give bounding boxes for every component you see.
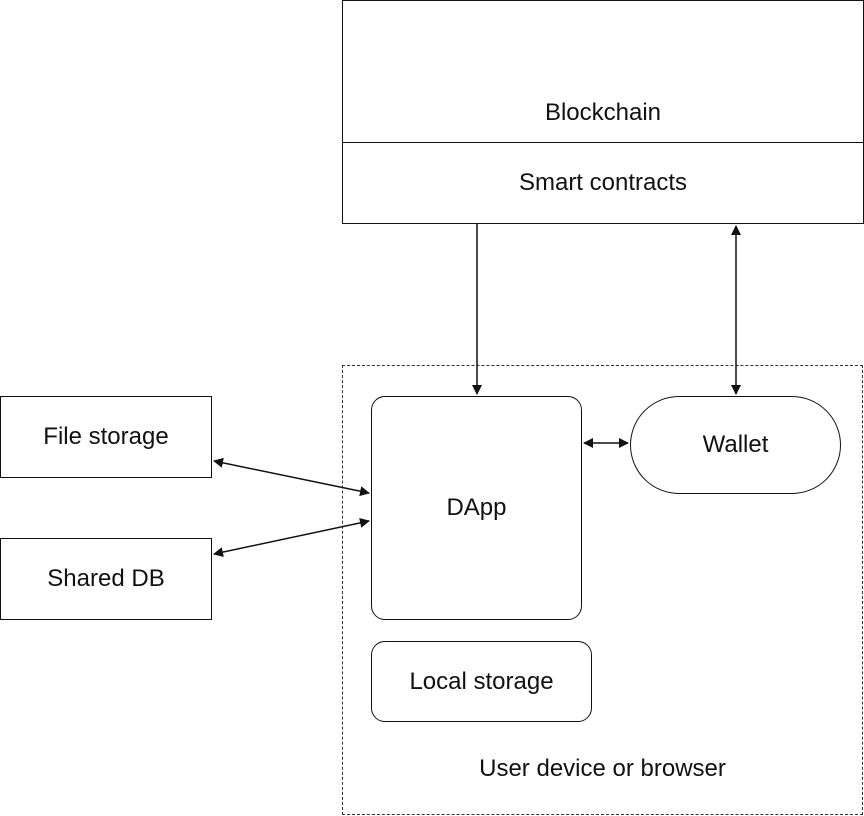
- dapp-box: DApp: [371, 396, 582, 620]
- local-storage-label: Local storage: [409, 667, 554, 695]
- smart-contracts-label: Smart contracts: [518, 169, 688, 196]
- user-device-region: [342, 365, 863, 815]
- shared-db-label: Shared DB: [47, 565, 165, 592]
- wallet-box: Wallet: [630, 396, 841, 494]
- shared-db-box: Shared DB: [0, 538, 212, 620]
- smart-contracts-box: Smart contracts: [342, 142, 864, 224]
- dapp-label: DApp: [446, 494, 507, 521]
- local-storage-box: Local storage: [371, 641, 592, 722]
- blockchain-box: Blockchain: [342, 0, 864, 144]
- file-storage-label: File storage: [43, 423, 169, 450]
- wallet-label: Wallet: [702, 431, 769, 458]
- user-device-caption: User device or browser: [479, 755, 726, 782]
- blockchain-label: Blockchain: [544, 99, 662, 126]
- file-storage-box: File storage: [0, 396, 212, 478]
